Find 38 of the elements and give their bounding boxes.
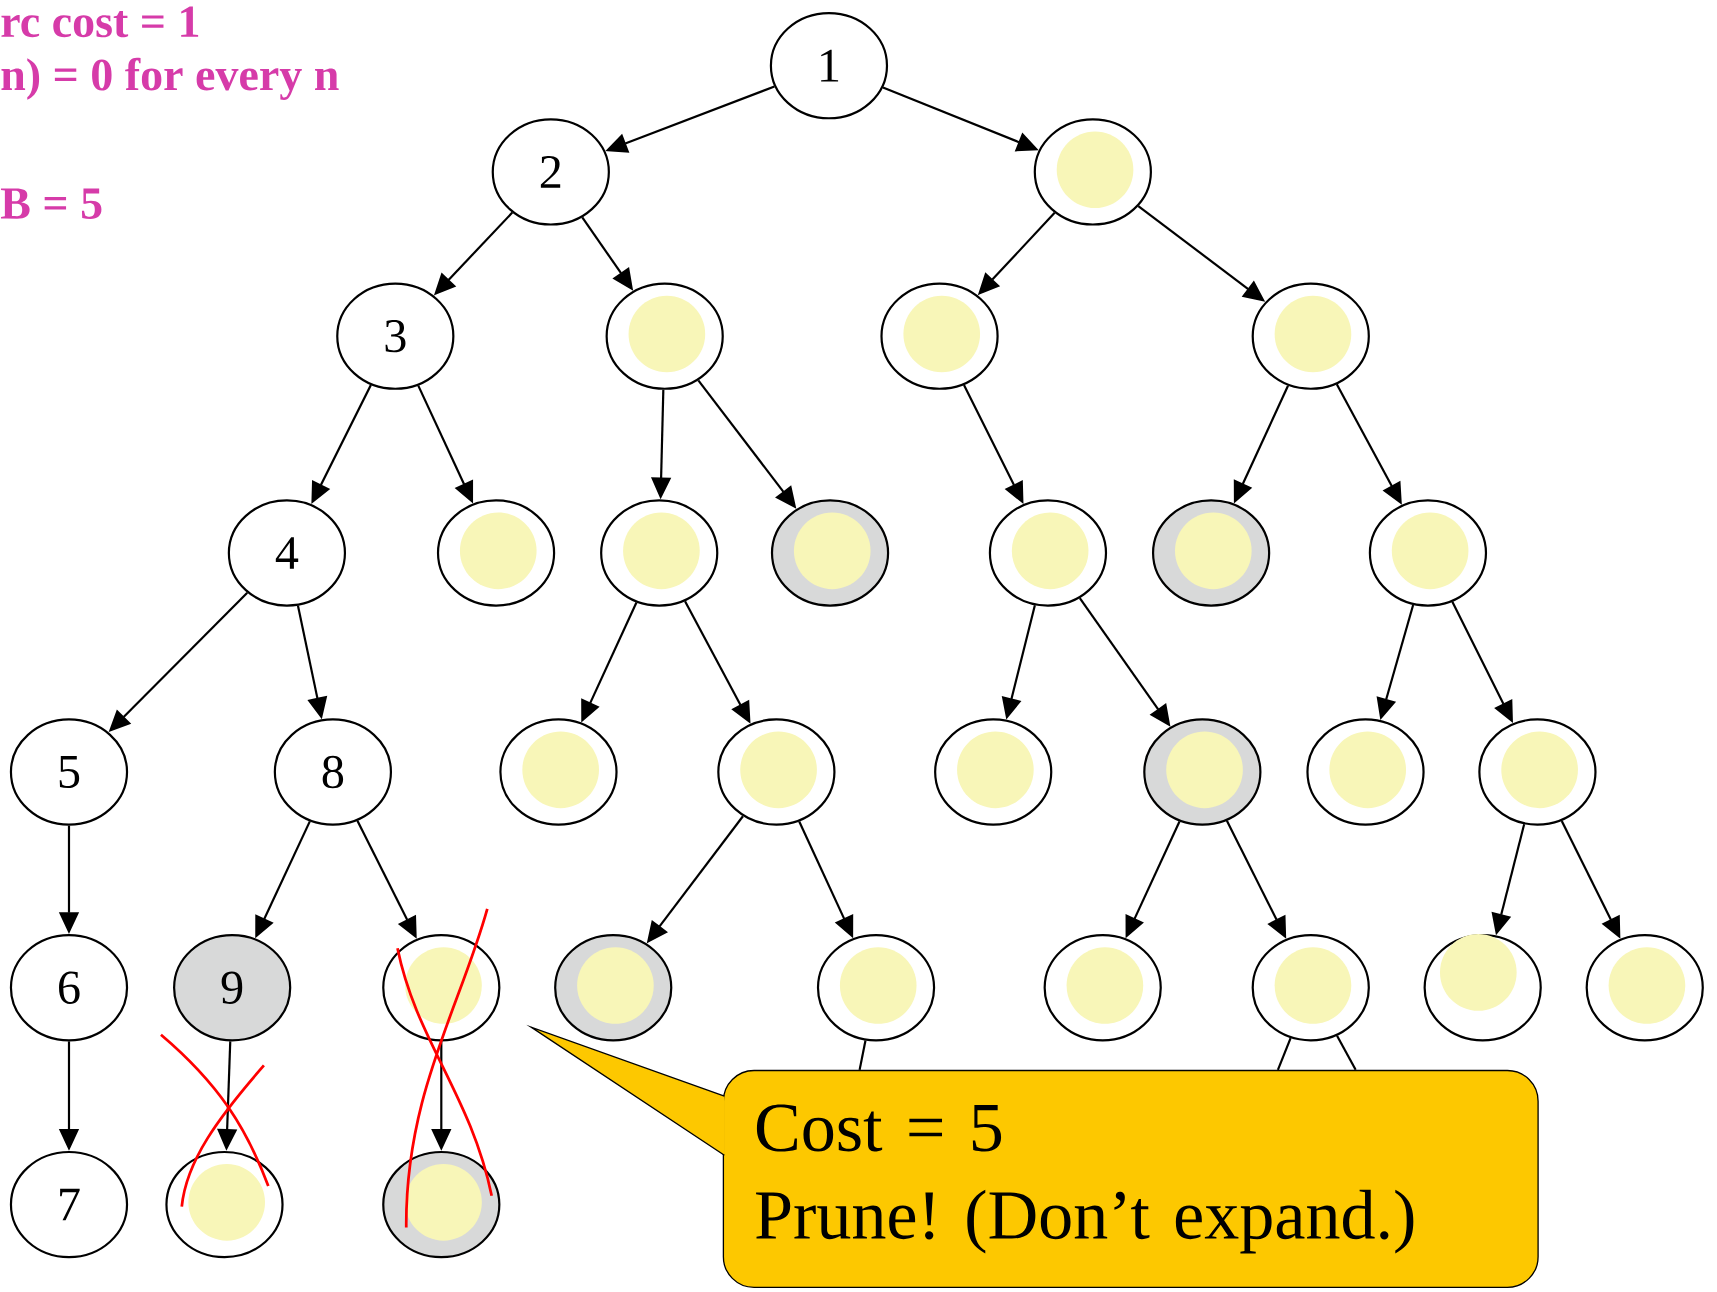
tree-node: 4	[227, 499, 347, 607]
tree-node: 2	[491, 118, 610, 226]
note-text: B = 5	[1, 188, 102, 219]
tree-node: 8	[273, 718, 393, 826]
callout-box: Cost = 5 Prune! (Don’t expand.)	[526, 1024, 1539, 1288]
tree-node	[382, 1150, 501, 1259]
tree-node	[499, 718, 618, 826]
tree-node: 9	[173, 934, 292, 1042]
tree-node	[1478, 718, 1597, 826]
tree-node	[770, 499, 890, 607]
tree-node: 1	[769, 12, 889, 120]
tree-node	[1585, 934, 1704, 1042]
tree-node	[165, 1150, 284, 1259]
tree-node	[1251, 282, 1370, 390]
tree-node	[880, 282, 999, 390]
tree-node	[1152, 499, 1271, 607]
tree-node	[934, 718, 1053, 826]
tree-node: 7	[9, 1150, 129, 1259]
tree-node	[1251, 934, 1370, 1042]
tree-node: 3	[336, 282, 455, 390]
tree-node: 5	[9, 718, 129, 826]
tree-node	[1423, 934, 1542, 1042]
tree-node	[1368, 499, 1488, 607]
tree-node	[1143, 718, 1262, 826]
tree-node	[605, 282, 724, 390]
tree-node	[816, 934, 936, 1042]
tree-node	[436, 499, 556, 607]
tree-node	[717, 718, 836, 826]
note-text: n) = 0 for every n	[1, 57, 339, 100]
tree-node	[554, 934, 673, 1042]
tree-node	[1043, 934, 1162, 1042]
tree-node	[988, 499, 1108, 607]
tree-node	[1033, 118, 1152, 226]
tree-node	[1306, 718, 1425, 826]
tree-node	[382, 934, 501, 1042]
tree-node: 6	[9, 934, 129, 1042]
tree-node	[600, 499, 719, 607]
note-text: rc cost = 1	[1, 6, 199, 38]
